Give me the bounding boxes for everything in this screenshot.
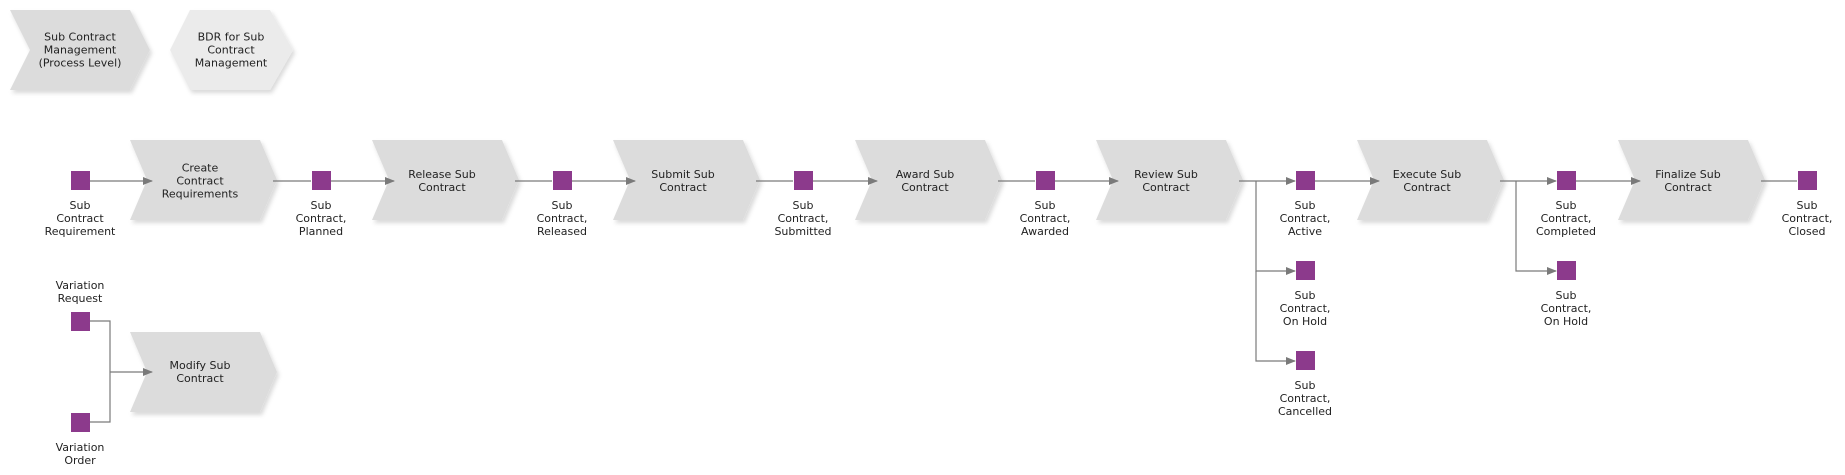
- event-sub-contract-on-hold-review[interactable]: [1296, 261, 1315, 280]
- event-variation-order[interactable]: [71, 413, 90, 432]
- event-label-sub-contract-submitted: Sub Contract, Submitted: [774, 199, 832, 238]
- function-execute-sub-contract-shape[interactable]: [1357, 140, 1504, 220]
- event-sub-contract-cancelled[interactable]: [1296, 351, 1315, 370]
- function-submit-sub-contract-label: Submit Sub Contract: [651, 168, 715, 194]
- function-modify-sub-contract-label: Modify Sub Contract: [169, 359, 231, 385]
- function-release-sub-contract-shape[interactable]: [372, 140, 519, 220]
- nav-process-level-label: Sub Contract Management (Process Level): [38, 30, 122, 70]
- event-sub-contract-requirement[interactable]: [71, 171, 90, 190]
- nav-bdr-label: BDR for Sub Contract Management: [194, 30, 268, 70]
- nav-process-level-shape[interactable]: [10, 10, 150, 90]
- event-label-sub-contract-awarded: Sub Contract, Awarded: [1019, 199, 1071, 238]
- event-sub-contract-completed[interactable]: [1557, 171, 1576, 190]
- event-sub-contract-active[interactable]: [1296, 171, 1315, 190]
- event-label-variation-request: Variation Request: [55, 279, 105, 305]
- event-sub-contract-closed[interactable]: [1798, 171, 1817, 190]
- event-sub-contract-on-hold-execute[interactable]: [1557, 261, 1576, 280]
- event-sub-contract-released[interactable]: [553, 171, 572, 190]
- event-sub-contract-submitted[interactable]: [794, 171, 813, 190]
- function-award-sub-contract-label: Award Sub Contract: [895, 168, 955, 194]
- function-finalize-sub-contract-shape[interactable]: [1618, 140, 1765, 220]
- function-finalize-sub-contract-label: Finalize Sub Contract: [1655, 168, 1721, 194]
- function-award-sub-contract-shape[interactable]: [855, 140, 1002, 220]
- function-shapes: [130, 140, 1765, 412]
- event-sub-contract-planned[interactable]: [312, 171, 331, 190]
- connectors: [89, 177, 1797, 423]
- function-review-sub-contract-label: Review Sub Contract: [1134, 168, 1198, 194]
- event-label-sub-contract-cancelled: Sub Contract, Cancelled: [1277, 379, 1333, 418]
- event-label-sub-contract-requirement: Sub Contract Requirement: [44, 199, 116, 238]
- function-create-contract-requirements-shape[interactable]: [130, 140, 277, 220]
- function-release-sub-contract-label: Release Sub Contract: [408, 168, 476, 194]
- nav-bdr-shape[interactable]: [170, 10, 293, 90]
- event-label-sub-contract-closed: Sub Contract, Closed: [1781, 199, 1833, 238]
- event-label-variation-order: Variation Order: [55, 441, 105, 467]
- function-execute-sub-contract-label: Execute Sub Contract: [1392, 168, 1462, 194]
- event-sub-contract-awarded[interactable]: [1036, 171, 1055, 190]
- event-label-sub-contract-released: Sub Contract, Released: [536, 199, 588, 238]
- event-label-sub-contract-on-hold-execute: Sub Contract, On Hold: [1540, 289, 1592, 328]
- event-label-sub-contract-active: Sub Contract, Active: [1279, 199, 1331, 238]
- function-modify-sub-contract-shape[interactable]: [130, 332, 277, 412]
- event-markers: [71, 171, 1817, 432]
- event-label-sub-contract-completed: Sub Contract, Completed: [1536, 199, 1596, 238]
- event-label-sub-contract-on-hold-review: Sub Contract, On Hold: [1279, 289, 1331, 328]
- function-submit-sub-contract-shape[interactable]: [613, 140, 760, 220]
- function-create-contract-requirements-label: Create Contract Requirements: [161, 161, 239, 201]
- event-variation-request[interactable]: [71, 312, 90, 331]
- function-review-sub-contract-shape[interactable]: [1096, 140, 1243, 220]
- event-label-sub-contract-planned: Sub Contract, Planned: [295, 199, 347, 238]
